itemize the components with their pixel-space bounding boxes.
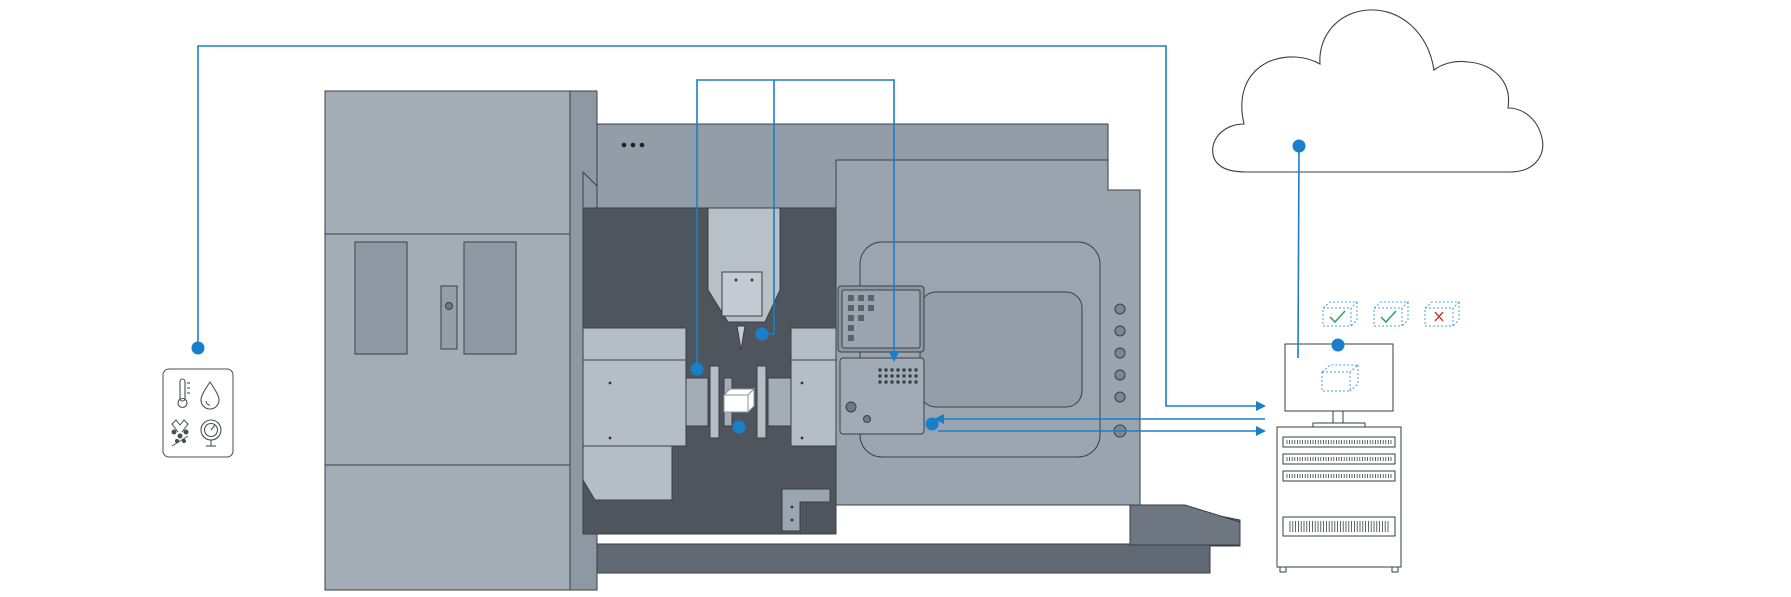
lower-carriage — [582, 445, 673, 501]
connector-sensor-line — [197, 45, 1260, 407]
node-workpiece — [732, 420, 746, 434]
node-spindle — [755, 327, 769, 341]
monitor — [1284, 343, 1394, 412]
cabinet-window-left — [354, 241, 408, 355]
monitor-stand — [1332, 410, 1344, 424]
water-drop-icon — [200, 381, 220, 410]
workpiece-cube — [722, 387, 756, 414]
connector-nodes — [191, 139, 1345, 434]
check-icon — [1380, 310, 1397, 324]
door-lock — [445, 302, 453, 310]
chuck-left — [582, 327, 687, 447]
computer-station — [1276, 343, 1402, 573]
node-cloud — [1292, 139, 1306, 153]
control-knob-small — [863, 415, 871, 423]
node-chuck — [690, 362, 704, 376]
node-monitor — [1331, 338, 1345, 352]
sensor-card — [162, 368, 234, 458]
check-icon — [1329, 310, 1346, 324]
connectors — [197, 45, 1300, 432]
server-vents — [1286, 440, 1392, 532]
node-sensor — [191, 341, 205, 355]
cnc-machine — [324, 90, 1241, 591]
chuck-right — [790, 327, 837, 447]
thermometer-icon — [177, 378, 190, 409]
server-tower — [1276, 426, 1402, 568]
machine-window — [919, 291, 1083, 408]
lower-bracket — [781, 488, 831, 532]
status-cube-2 — [1373, 301, 1410, 327]
door-handle — [440, 285, 458, 350]
cloud — [1212, 9, 1544, 173]
particles-icon — [171, 419, 189, 447]
node-control-panel — [925, 417, 939, 431]
connector-arrowheads — [889, 352, 1266, 436]
monitor-base — [1312, 422, 1366, 428]
status-cube-1 — [1322, 301, 1359, 327]
connector-cloud — [1297, 147, 1300, 359]
indicator-lights — [1113, 303, 1127, 438]
connector-chuck-left — [696, 79, 895, 369]
data-cube — [1321, 364, 1360, 392]
status-cube-3 — [1424, 301, 1461, 327]
pressure-gauge-icon — [200, 419, 222, 447]
cross-icon — [1434, 311, 1444, 322]
keypad-buttons — [848, 295, 874, 341]
cabinet-window-right — [463, 241, 517, 355]
control-knob-large — [845, 401, 857, 413]
machine-base-step — [1129, 504, 1241, 546]
status-cubes — [1322, 301, 1461, 327]
